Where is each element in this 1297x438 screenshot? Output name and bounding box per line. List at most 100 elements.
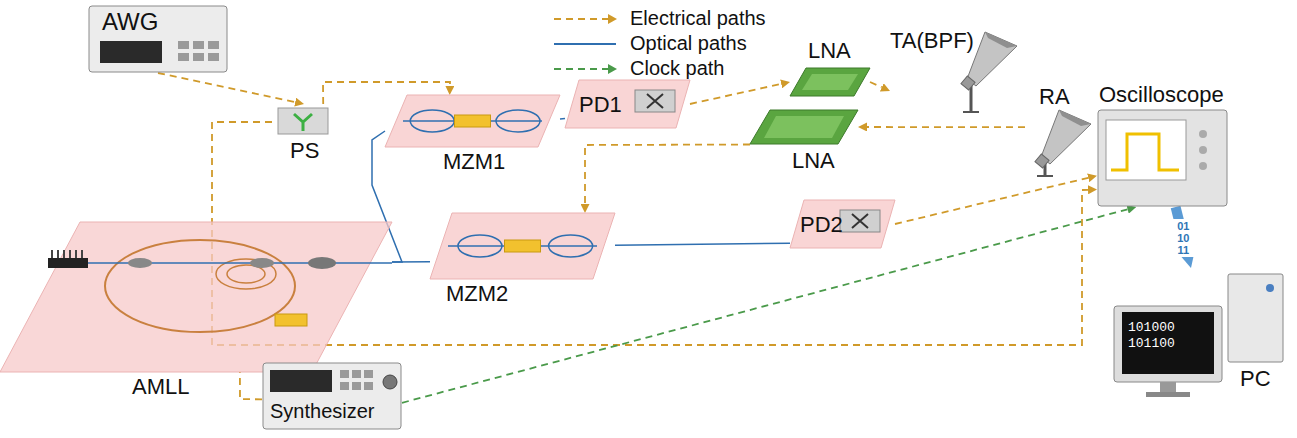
node-label: LNA <box>792 148 835 173</box>
shape-part <box>364 370 373 378</box>
shape-part <box>340 370 349 378</box>
shape-part <box>250 258 274 268</box>
electrical-path <box>690 84 781 104</box>
legend-text: Electrical paths <box>630 7 766 30</box>
shape-part <box>967 32 1017 86</box>
node-label: Oscilloscope <box>1099 82 1224 107</box>
node-label: LNA <box>808 38 851 63</box>
laser-plate: AMLL <box>0 222 392 372</box>
legend: Electrical pathsOptical pathsClock path <box>552 6 766 81</box>
shape-part <box>294 114 312 131</box>
laser-plate-icon <box>0 222 392 372</box>
shape-part <box>128 258 152 268</box>
photodetector: PD1 <box>565 80 690 128</box>
amplifier: LNA <box>790 40 870 100</box>
shape-part <box>208 53 219 61</box>
shape-part <box>852 214 868 228</box>
electrical-path <box>585 145 750 205</box>
node-label: PD1 <box>579 92 622 117</box>
awg-instrument: AWG <box>88 5 228 73</box>
node-label: PD2 <box>800 212 843 237</box>
shape-part <box>1266 284 1274 292</box>
shape-part <box>554 43 616 45</box>
photodetector: PD2 <box>790 200 895 248</box>
shape-part <box>0 222 392 372</box>
shape-part <box>278 108 328 134</box>
node-label: 101000 101100 <box>1128 320 1200 352</box>
electrical-path <box>240 372 262 399</box>
shape-part <box>496 110 540 132</box>
legend-row: Clock path <box>552 56 766 81</box>
node-label: AWG <box>102 8 158 36</box>
node-label: PC <box>1240 366 1271 391</box>
shape-part <box>1146 392 1190 397</box>
legend-sample <box>552 63 618 75</box>
shape-part <box>63 250 65 258</box>
electrical-path <box>895 178 1088 224</box>
shape-part <box>1228 274 1283 362</box>
node-label: PS <box>290 138 319 163</box>
shape-part <box>608 64 617 74</box>
electrical-path <box>158 73 295 102</box>
shape-part <box>1199 146 1207 154</box>
shape-part <box>802 74 858 90</box>
antenna: RA <box>1025 84 1095 180</box>
clock-path <box>402 209 1128 402</box>
shape-part <box>69 250 71 258</box>
shape-part <box>1037 175 1053 177</box>
shape-part <box>364 382 373 390</box>
shape-part <box>352 370 361 378</box>
computer: 101000 101100PC <box>1110 268 1290 408</box>
shape-part <box>961 76 975 90</box>
shape-part <box>89 6 227 72</box>
node-label: TA(BPF) <box>890 28 974 53</box>
shape-part <box>1199 162 1207 170</box>
amplifier: LNA <box>750 106 858 176</box>
oscilloscope: Oscilloscope <box>1097 82 1228 207</box>
shape-part <box>105 240 295 332</box>
shape-part <box>505 240 541 252</box>
modulator: MZM1 <box>385 95 560 175</box>
shape-part <box>840 210 880 232</box>
shape-part <box>1199 130 1207 138</box>
node-label: MZM1 <box>443 149 505 174</box>
shape-part <box>608 14 617 24</box>
shape-part <box>1106 120 1186 180</box>
shape-part <box>208 41 219 49</box>
shape-part <box>383 375 397 389</box>
shape-part <box>1114 306 1222 382</box>
legend-sample <box>552 13 618 25</box>
shape-part <box>750 110 858 144</box>
shape-part <box>458 235 502 257</box>
shape-part <box>57 250 59 258</box>
shape-part <box>1041 110 1091 164</box>
shape-part <box>554 68 608 70</box>
shape-part <box>352 382 361 390</box>
shape-part <box>340 382 349 390</box>
shape-part <box>410 110 454 132</box>
legend-sample <box>552 38 618 50</box>
shape-part <box>549 235 593 257</box>
shape-part <box>1035 154 1049 168</box>
node-label: RA <box>1039 84 1070 109</box>
node-label: AMLL <box>132 374 189 399</box>
legend-text: Optical paths <box>630 32 747 55</box>
edge-label: 01 10 11 <box>1169 219 1197 257</box>
shape-part <box>385 95 560 147</box>
power-splitter: PS <box>272 104 336 164</box>
optical-path <box>615 243 790 245</box>
shape-part <box>647 94 663 108</box>
shape-part <box>554 18 608 20</box>
shape-part <box>51 250 53 258</box>
shape-part <box>790 200 895 248</box>
shape-part <box>1160 382 1176 392</box>
shape-part <box>1098 110 1227 206</box>
optical-path <box>392 261 430 263</box>
electrical-path <box>870 82 882 87</box>
optical-path <box>560 118 565 120</box>
shape-part <box>430 213 615 279</box>
shape-part <box>764 116 844 138</box>
shape-part <box>263 363 401 429</box>
shape-part <box>178 53 189 61</box>
shape-part <box>1059 110 1091 126</box>
